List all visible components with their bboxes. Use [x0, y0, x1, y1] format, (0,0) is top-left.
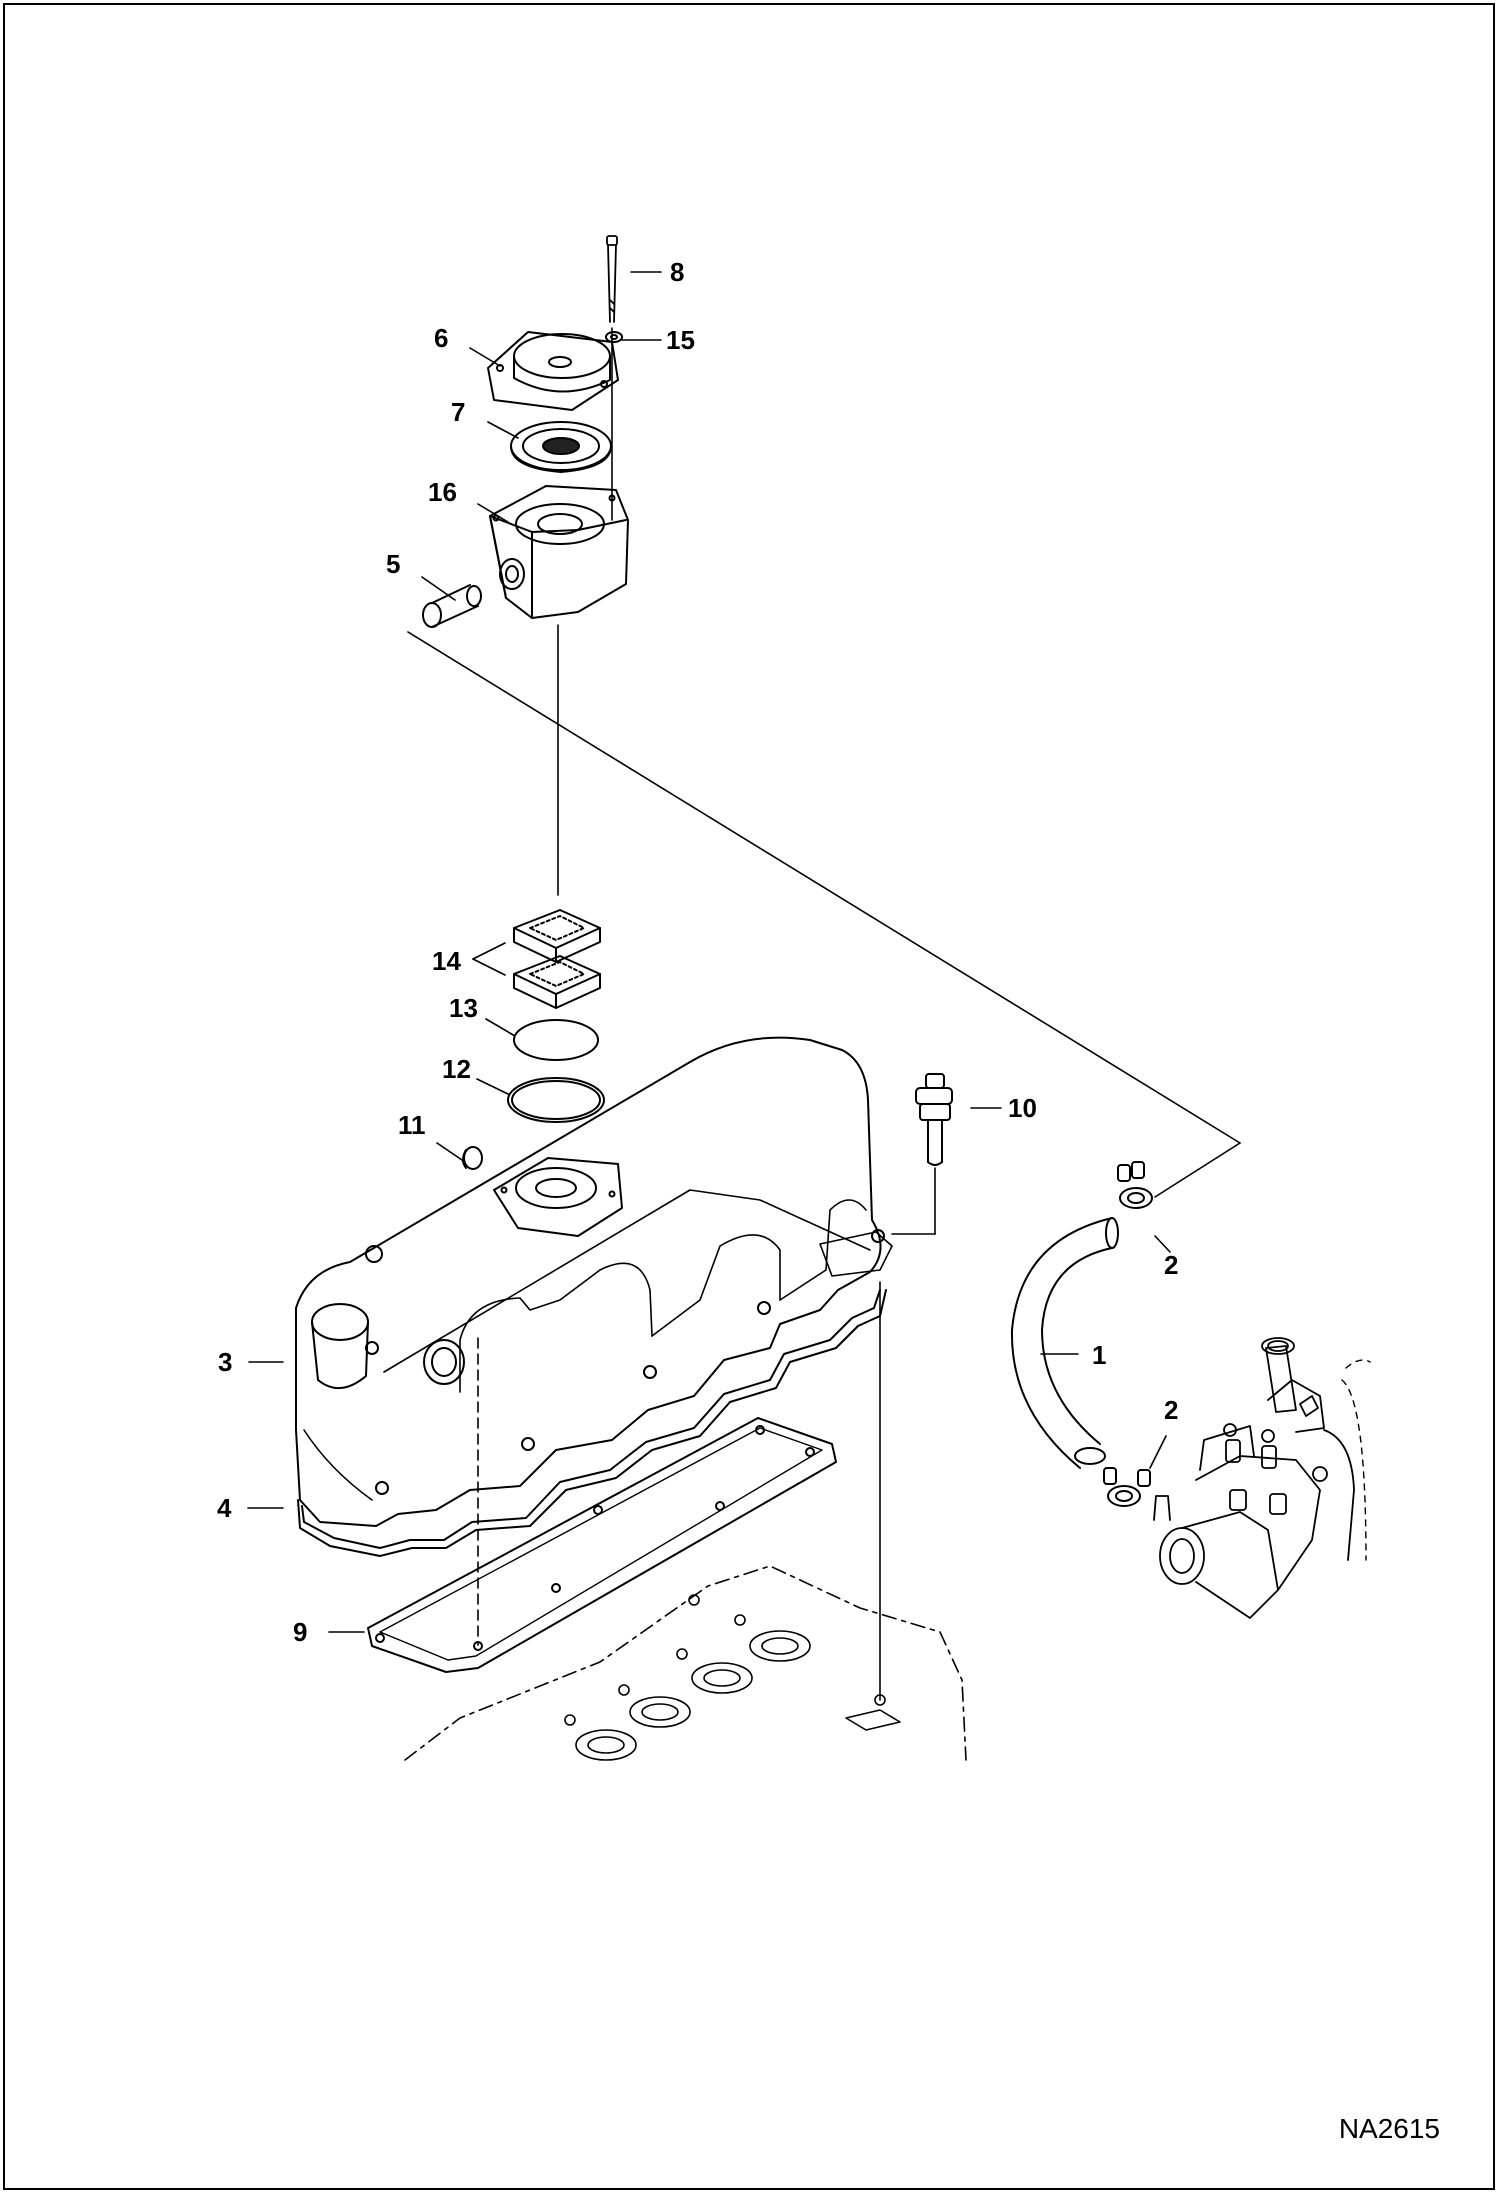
fitting-5 — [422, 584, 482, 628]
hose-1 — [1010, 1217, 1119, 1469]
bolt-8 — [606, 235, 618, 323]
callout-13: 13 — [449, 993, 478, 1023]
callout-9: 9 — [293, 1617, 308, 1647]
callout-15: 15 — [666, 325, 695, 355]
diaphragm-7 — [510, 421, 612, 473]
seal-ring-12 — [507, 1077, 605, 1123]
diagram-frame — [3, 3, 1495, 2190]
callout-2-upper: 2 — [1164, 1250, 1179, 1280]
bolt-10 — [915, 1073, 953, 1166]
engine-head-outline — [404, 1565, 967, 1761]
valve-cover-opening — [493, 1157, 623, 1237]
clamp-2-lower — [1103, 1467, 1151, 1507]
separator-body-16 — [489, 485, 629, 619]
washer-15 — [605, 331, 623, 343]
leader-lines — [247, 271, 1171, 1633]
callout-4: 4 — [217, 1493, 232, 1523]
callout-16: 16 — [428, 477, 457, 507]
callout-3: 3 — [218, 1347, 233, 1377]
engine-head-ports — [564, 1594, 901, 1761]
callout-12: 12 — [442, 1054, 471, 1084]
callout-7: 7 — [451, 397, 466, 427]
thermostat-housing — [1153, 1337, 1355, 1619]
callout-6: 6 — [434, 323, 449, 353]
callout-1: 1 — [1092, 1340, 1107, 1370]
assembly-lines — [407, 327, 1241, 1701]
figure-id: NA2615 — [1338, 2113, 1440, 2144]
callout-10: 10 — [1008, 1093, 1037, 1123]
callout-5: 5 — [386, 549, 401, 579]
gasket-plate-9 — [367, 1417, 837, 1673]
callout-14: 14 — [432, 946, 461, 976]
filter-elements-14 — [513, 909, 601, 1009]
gasket-4 — [297, 1289, 887, 1557]
clamp-2-upper — [1117, 1161, 1153, 1209]
callout-11: 11 — [398, 1110, 426, 1140]
callout-8: 8 — [670, 257, 685, 287]
valve-cover-3 — [295, 1036, 893, 1527]
callout-2-lower: 2 — [1164, 1395, 1179, 1425]
cover-6 — [487, 331, 619, 411]
plug-11 — [462, 1146, 483, 1170]
o-ring-13 — [513, 1019, 599, 1061]
engine-side-outline — [1341, 1359, 1371, 1561]
